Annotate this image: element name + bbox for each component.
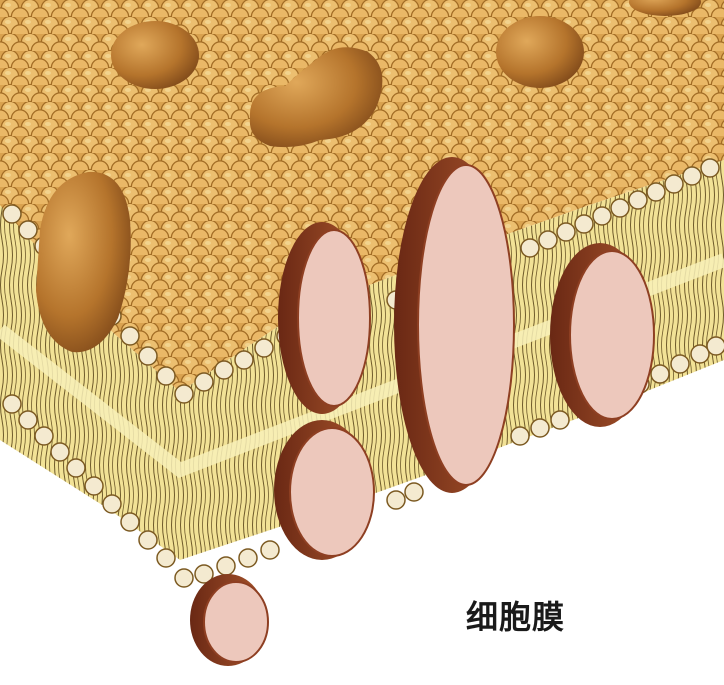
- globular-protein: [629, 0, 701, 16]
- peripheral-protein: [190, 574, 269, 666]
- edge-heads-lower: [2, 336, 724, 588]
- integral-protein: [36, 171, 131, 353]
- transmembrane-protein: [274, 420, 375, 560]
- transmembrane-protein: [394, 157, 515, 493]
- membrane-surface: [0, 0, 724, 392]
- transmembrane-protein: [550, 243, 655, 427]
- globular-protein: [111, 21, 199, 89]
- diagram-caption: 细胞膜: [466, 598, 566, 636]
- globular-protein: [249, 47, 383, 148]
- bilayer-midline: [0, 253, 724, 478]
- transmembrane-protein: [278, 222, 371, 414]
- globular-protein: [496, 16, 584, 88]
